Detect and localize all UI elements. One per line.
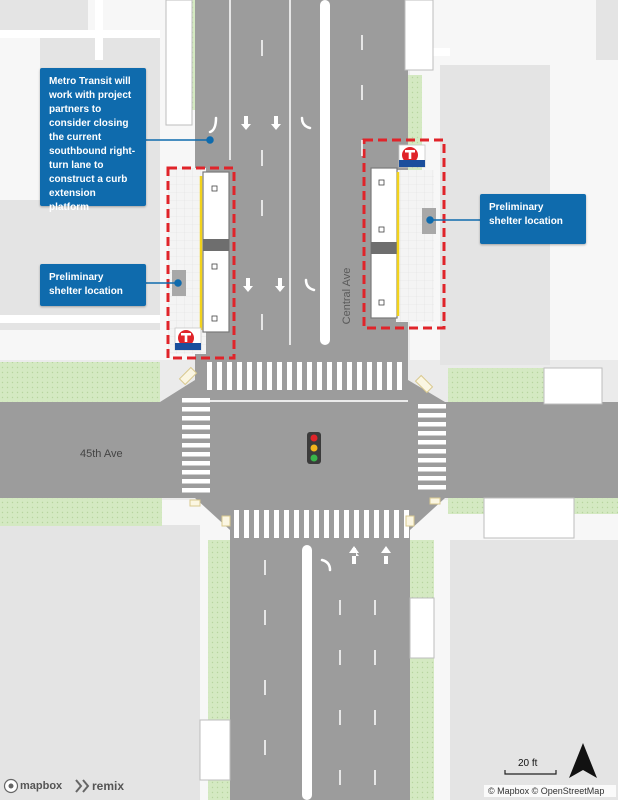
scale-label: 20 ft: [518, 758, 538, 769]
map-attribution[interactable]: © Mapbox © OpenStreetMap: [484, 785, 616, 797]
crosswalk-stripe-south: [244, 510, 249, 538]
crosswalk-stripe-north: [387, 362, 392, 390]
lane-markings: [229, 0, 376, 785]
crosswalk-stripe-north: [297, 362, 302, 390]
crosswalk-stripe-north: [267, 362, 272, 390]
crosswalk-stripe-north: [377, 362, 382, 390]
mapbox-wordmark: mapbox: [20, 780, 63, 792]
crosswalk-stripe-west: [182, 434, 210, 439]
crosswalk-stripe-north: [367, 362, 372, 390]
crosswalk-stripe-east: [418, 440, 446, 445]
callout-right-turn: Metro Transit will work with project par…: [40, 68, 146, 213]
remix-logo-icon: [75, 779, 90, 793]
crosswalk-stripe-south: [384, 510, 389, 538]
crosswalk-stripe-east: [418, 431, 446, 436]
crosswalk-stripe-west: [182, 398, 210, 403]
crosswalk-stripe-west: [182, 443, 210, 448]
crosswalk-stripe-south: [394, 510, 399, 538]
crosswalk-stripe-south: [374, 510, 379, 538]
crosswalk-stripe-east: [418, 476, 446, 481]
crosswalk-stripe-north: [227, 362, 232, 390]
crosswalk-stripe-south: [344, 510, 349, 538]
crosswalk-stripe-north: [207, 362, 212, 390]
crosswalk-stripe-west: [182, 488, 210, 493]
local-streets: [0, 0, 450, 323]
crosswalk-stripe-west: [182, 407, 210, 412]
crosswalk-stripe-south: [234, 510, 239, 538]
crosswalk-stripe-south: [304, 510, 309, 538]
curb-ramps: [178, 366, 441, 527]
leader-lines: [146, 136, 480, 287]
traffic-signal-icon: [307, 432, 321, 464]
crosswalk-stripe-north: [287, 362, 292, 390]
crosswalk-stripe-south: [334, 510, 339, 538]
medians: [302, 0, 330, 800]
remix-wordmark: remix: [92, 779, 125, 793]
crosswalk-stripe-north: [257, 362, 262, 390]
crosswalk-stripe-west: [182, 479, 210, 484]
crosswalk-stripe-west: [182, 470, 210, 475]
crosswalk-stripe-north: [317, 362, 322, 390]
crosswalk-stripe-east: [418, 449, 446, 454]
crosswalk-stripe-east: [418, 467, 446, 472]
mapbox-logo: [3, 778, 19, 794]
crosswalk-stripe-west: [182, 425, 210, 430]
crosswalk-stripe-south: [324, 510, 329, 538]
shelter-buildings: [165, 0, 603, 781]
metro-transit-t-icon: [398, 144, 426, 168]
metro-transit-t-icon: [174, 327, 202, 351]
platform-east: [362, 138, 446, 330]
street-label-central: Central Ave: [341, 267, 353, 325]
crosswalk-stripe-north: [397, 362, 402, 390]
crosswalk-stripe-east: [418, 458, 446, 463]
lane-arrows: [241, 116, 391, 564]
crosswalk-stripe-east: [418, 422, 446, 427]
crosswalk-stripe-north: [337, 362, 342, 390]
callout-shelter-west: Preliminary shelter location: [40, 264, 146, 306]
platform-west: [166, 166, 236, 360]
callout-shelter-east: Preliminary shelter location: [480, 194, 586, 244]
turn-arrows: [208, 116, 332, 572]
crosswalks: [182, 362, 446, 538]
crosswalk-stripe-south: [274, 510, 279, 538]
crosswalk-stripe-south: [254, 510, 259, 538]
crosswalk-stripe-south: [354, 510, 359, 538]
crosswalk-stripe-south: [364, 510, 369, 538]
street-label-45th: 45th Ave: [80, 448, 123, 460]
crosswalk-stripe-west: [182, 452, 210, 457]
crosswalk-stripe-east: [418, 404, 446, 409]
crosswalk-stripe-west: [182, 416, 210, 421]
crosswalk-stripe-north: [327, 362, 332, 390]
north-arrow-icon: [569, 743, 597, 778]
crosswalk-stripe-east: [418, 485, 446, 490]
crosswalk-stripe-south: [284, 510, 289, 538]
crosswalk-stripe-east: [418, 413, 446, 418]
scale-bar: [504, 770, 557, 775]
crosswalk-stripe-south: [294, 510, 299, 538]
crosswalk-stripe-north: [237, 362, 242, 390]
crosswalk-stripe-north: [347, 362, 352, 390]
crosswalk-stripe-north: [247, 362, 252, 390]
crosswalk-stripe-north: [277, 362, 282, 390]
crosswalk-stripe-north: [307, 362, 312, 390]
crosswalk-stripe-west: [182, 461, 210, 466]
crosswalk-stripe-north: [217, 362, 222, 390]
crosswalk-stripe-south: [264, 510, 269, 538]
crosswalk-stripe-south: [314, 510, 319, 538]
crosswalk-stripe-north: [357, 362, 362, 390]
